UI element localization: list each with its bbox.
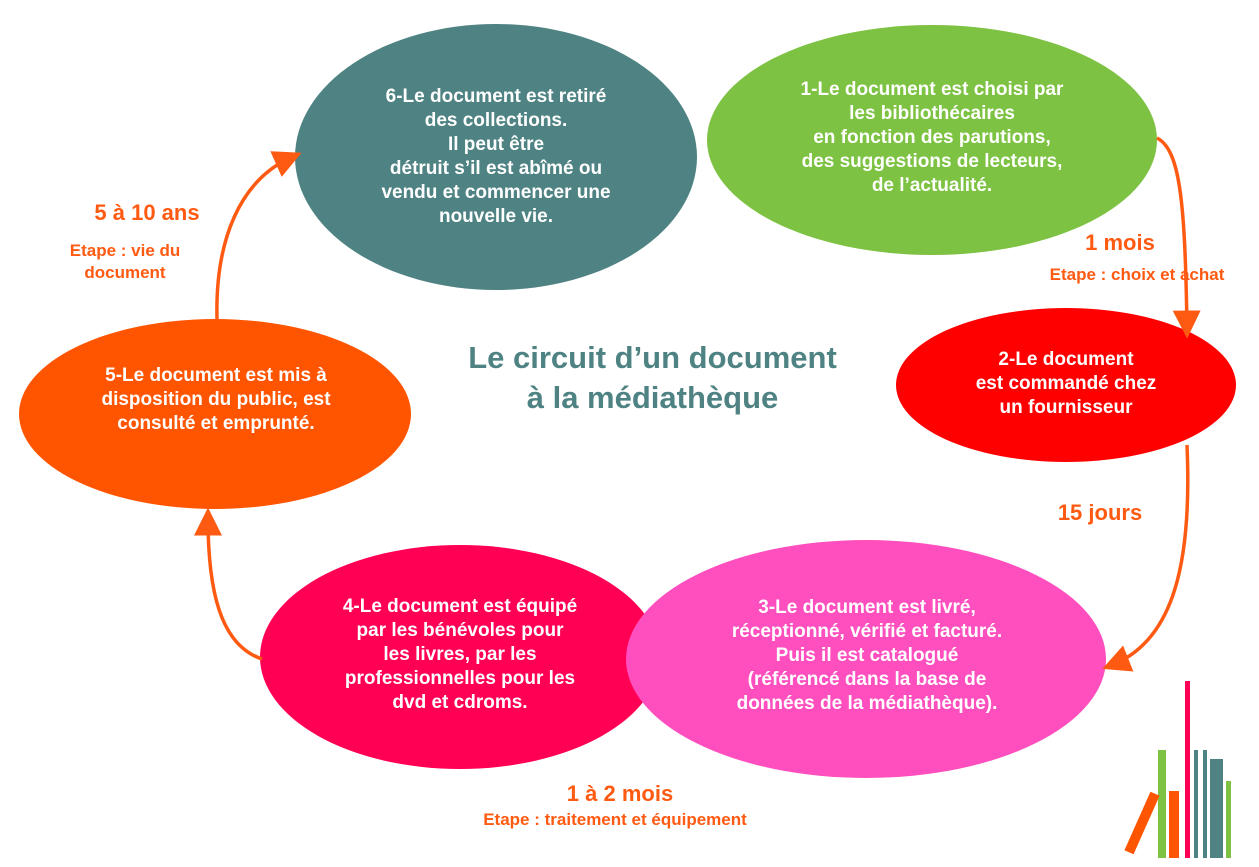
transition-4-5-stage: Etape : traitement et équipement <box>483 810 747 829</box>
arrow-5-to-6 <box>215 151 302 320</box>
step-3-ellipse <box>626 540 1106 778</box>
step-3-text: 3-Le document est livré, réceptionné, vé… <box>731 597 1003 714</box>
step-4-bubble: 4-Le document est équipé par les bénévol… <box>290 575 630 735</box>
step-6-ellipse <box>295 24 697 290</box>
step-5-ellipse <box>19 319 411 509</box>
diagram-title: Le circuit d’un document à la médiathèqu… <box>468 340 837 415</box>
step-6-text: 6-Le document est retiré des collections… <box>381 86 611 227</box>
step-5-text: 5-Le document est mis à disposition du p… <box>101 365 331 434</box>
step-3-bubble: 3-Le document est livré, réceptionné, vé… <box>660 572 1074 740</box>
step-4-ellipse <box>260 545 660 769</box>
transition-2-3-duration: 15 jours <box>1057 500 1143 525</box>
arrow-4-to-5 <box>194 507 263 661</box>
transition-4-5-duration: 1 à 2 mois <box>566 781 674 806</box>
books-on-shelf-icon <box>1124 681 1231 858</box>
transition-5-6-stage: Etape : vie du document <box>69 241 181 282</box>
step-1-text: 1-Le document est choisi par les bibliot… <box>800 79 1064 196</box>
transition-5-6-duration: 5 à 10 ans <box>94 200 200 225</box>
step-1-bubble: 1-Le document est choisi par les bibliot… <box>730 38 1134 238</box>
step-2-ellipse <box>896 308 1236 462</box>
transition-1-2-duration: 1 mois <box>1085 230 1155 255</box>
step-1-ellipse <box>707 25 1157 255</box>
arrow-2-to-3 <box>1102 444 1190 672</box>
step-2-bubble: 2-Le document est commandé chez un fourn… <box>920 332 1212 436</box>
step-6-bubble: 6-Le document est retiré des collections… <box>315 40 677 274</box>
transition-1-2-stage: Etape : choix et achat <box>1049 265 1225 284</box>
arrow-1-to-2 <box>1156 136 1201 339</box>
step-4-text: 4-Le document est équipé par les bénévol… <box>342 596 578 713</box>
step-2-text: 2-Le document est commandé chez un fourn… <box>975 349 1157 418</box>
step-5-bubble: 5-Le document est mis à disposition du p… <box>40 340 392 460</box>
